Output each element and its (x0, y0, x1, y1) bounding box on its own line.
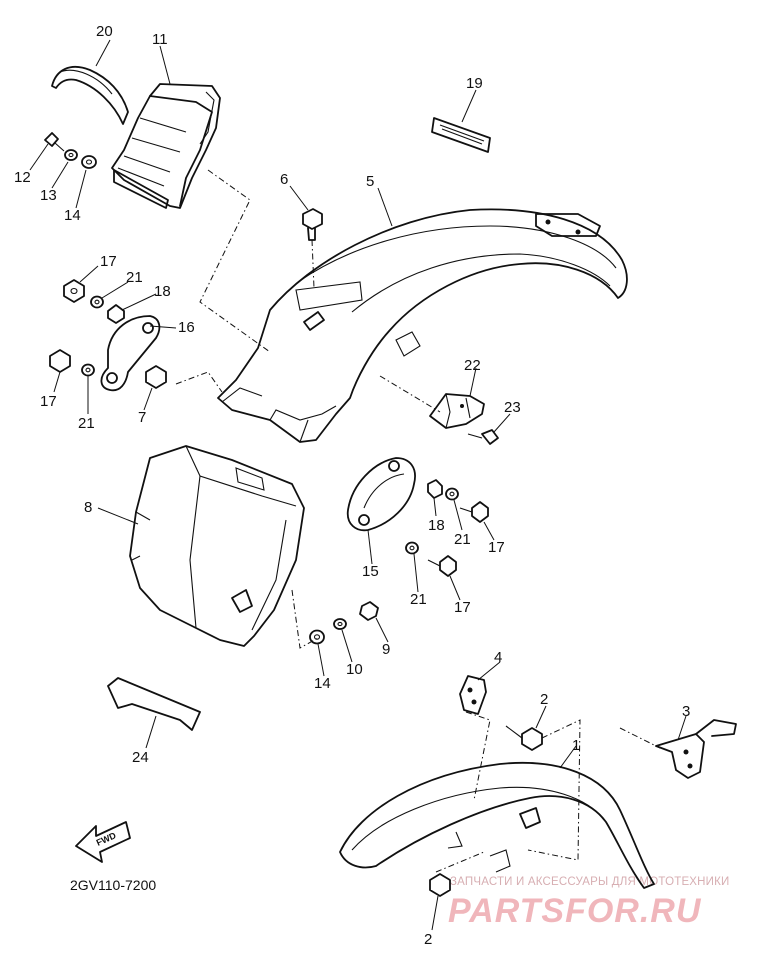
parts-14-10-9-fasteners (309, 601, 379, 645)
callout-17-b: 17 (40, 393, 57, 410)
part-20-trim-strip (51, 65, 129, 125)
part-4-bracket (459, 675, 487, 715)
parts-12-13-14-fasteners (44, 132, 97, 169)
callout-15: 15 (362, 563, 379, 580)
callout-6: 6 (280, 171, 288, 188)
part-2-bolt-upper (505, 725, 543, 751)
callout-14-b: 14 (314, 675, 331, 692)
callout-10: 10 (346, 661, 363, 678)
left-bracket-cluster (49, 279, 167, 392)
callout-8: 8 (84, 499, 92, 516)
callout-2-a: 2 (540, 691, 548, 708)
assembly-lines (175, 169, 661, 873)
part-3-bracket (655, 719, 737, 779)
callout-5: 5 (366, 173, 374, 190)
part-22-23-bracket (429, 393, 499, 445)
callout-1: 1 (572, 737, 580, 754)
callout-14: 14 (64, 207, 81, 224)
callout-11: 11 (152, 31, 168, 48)
callout-labels: 20 11 12 13 14 19 6 5 17 21 18 16 17 21 … (14, 23, 690, 948)
forward-arrow-icon: FWD (75, 821, 131, 863)
callout-21-b: 21 (78, 415, 95, 432)
part-19-emblem (431, 117, 491, 153)
callout-12: 12 (14, 169, 31, 186)
callout-18-a: 18 (154, 283, 171, 300)
callout-20: 20 (96, 23, 113, 40)
callout-9: 9 (382, 641, 390, 658)
part-5-rear-fender (217, 208, 628, 443)
callout-18-b: 18 (428, 517, 445, 534)
callout-17-c: 17 (488, 539, 505, 556)
callout-17-d: 17 (454, 599, 471, 616)
callout-21-a: 21 (126, 269, 143, 286)
part-6-bolt (302, 208, 323, 241)
watermark-tagline: ЗАПЧАСТИ И АКСЕССУАРЫ ДЛЯ МОТОТЕХНИКИ (450, 876, 730, 888)
callout-3: 3 (682, 703, 690, 720)
watermark-brand: PARTSFOR.RU (448, 892, 702, 930)
callout-2-b: 2 (424, 931, 432, 948)
callout-17-a: 17 (100, 253, 117, 270)
callout-22: 22 (464, 357, 481, 374)
callout-21-c: 21 (454, 531, 471, 548)
leader-lines (29, 39, 687, 931)
part-11-tail-light (111, 83, 221, 209)
part-24-plate (107, 677, 201, 731)
callout-13: 13 (40, 187, 57, 204)
part-15-cover-plate (346, 457, 416, 532)
callout-23: 23 (504, 399, 521, 416)
right-fastener-cluster (405, 479, 489, 577)
part-8-inner-fender (129, 445, 305, 647)
part-1-front-fender (339, 762, 655, 889)
callout-24: 24 (132, 749, 149, 766)
callout-21-d: 21 (410, 591, 427, 608)
callout-19: 19 (466, 75, 483, 92)
callout-16: 16 (178, 319, 195, 336)
part-2-bolt-lower (429, 873, 451, 897)
callout-7: 7 (138, 409, 146, 426)
drawing-code: 2GV110-7200 (70, 877, 156, 893)
callout-4: 4 (494, 649, 502, 666)
